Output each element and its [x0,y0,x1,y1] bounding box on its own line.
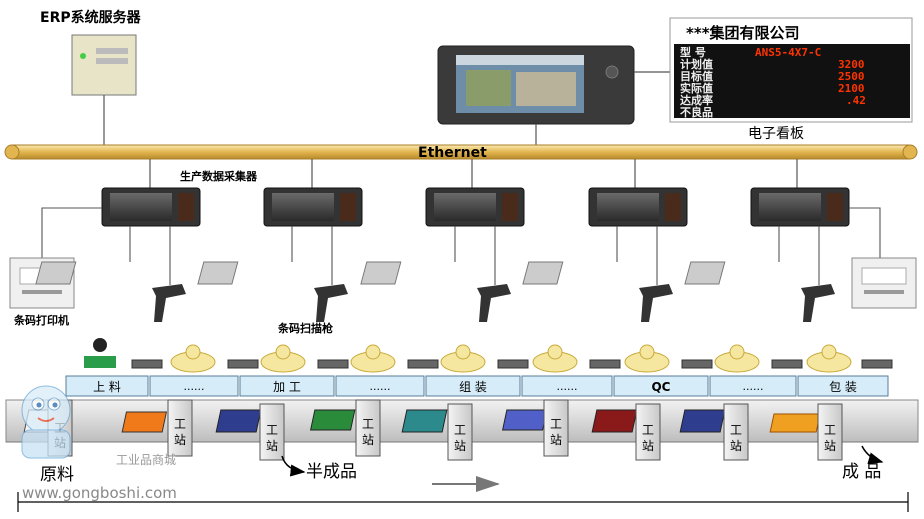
process-step-label: QC [651,380,670,394]
scanner [477,284,511,322]
scanner-label: 条码扫描枪 [277,321,333,335]
ethernet-bus: Ethernet [4,144,918,161]
board-title: ***集团有限公司 [686,24,800,42]
erp-server: ERP系统服务器 [40,9,142,150]
process-step-label: 加 工 [273,380,301,394]
process-step-label: 上 料 [93,380,121,394]
semi-finished-label: 半成品 [306,462,357,482]
station-label: 站 [824,439,836,453]
board-caption: 电子看板 [748,126,804,142]
parts-trays [131,359,893,369]
process-step-box [797,375,889,397]
process-step-box [521,375,613,397]
collector [425,187,525,227]
semi-finished-arrow [281,455,306,477]
process-step-box [239,375,335,397]
board-row-value: 2500 [838,70,865,83]
operator-green [84,338,116,368]
bus-drops [149,159,798,188]
erp-label: ERP系统服务器 [40,9,142,26]
keypad [197,261,239,285]
finished-arrow [861,445,884,465]
scanner [801,284,835,322]
station: 工 站 [167,399,193,457]
station-label: 站 [174,433,186,447]
station-label: 站 [266,439,278,453]
process-step-label: 包 装 [829,380,857,394]
station: 工 站 [259,403,285,461]
station: 工 站 [447,403,473,461]
process-step-label: ...... [370,380,391,393]
station: 工 站 [355,399,381,457]
mascot-logo [21,385,71,459]
board-row-value: ANS5-4X7-C [755,46,821,59]
station-label: 工 [550,417,562,431]
scanner [314,284,348,322]
board-row-value: 2100 [838,82,865,95]
board-row-label: 目标值 [680,69,713,83]
process-step-box [613,375,709,397]
barcode-printer [851,257,917,309]
board-row-label: 不良品 [680,105,713,119]
station-label: 工 [266,423,278,437]
scanner [639,284,673,322]
ethernet-label: Ethernet [418,145,487,161]
station: 工 站 [723,403,749,461]
keypad [360,261,402,285]
printer-label: 条码打印机 [13,313,69,327]
station: 工 站 [817,403,843,461]
process-step-label: ...... [743,380,764,393]
process-step-label: ...... [184,380,205,393]
raw-material-label: 原料 [40,465,74,485]
collector [263,187,363,227]
process-step-label: ...... [557,380,578,393]
board-row-label: 型 号 [680,45,706,59]
finished-label: 成 品 [842,462,881,482]
station-label: 站 [642,439,654,453]
collector-label: 生产数据采集器 [180,169,258,183]
operators [170,344,852,373]
watermark-url: www.gongboshi.com [22,484,177,502]
board-row-label: 达成率 [680,93,713,107]
board-row-label: 实际值 [680,81,713,95]
station-label: 工 [824,423,836,437]
station-label: 站 [362,433,374,447]
station-label: 工 [362,417,374,431]
process-step-box [335,375,425,397]
collector [588,187,688,227]
process-steps: 上 料 ...... 加 工 ...... 组 装 ...... QC ....… [65,375,889,397]
collector [750,187,850,227]
process-step-box [65,375,149,397]
board-row-value: 3200 [838,58,865,71]
station-label: 工 [730,423,742,437]
peripheral-wiring [41,207,881,285]
watermark-brand: 工业品商城 [116,452,176,467]
workpieces [23,409,821,433]
electronic-kanban: ***集团有限公司 型 号 ANS5-4X7-C 计划值 3200 目标值 25… [669,17,913,142]
board-row-label: 计划值 [680,57,713,71]
station-label: 工 [642,423,654,437]
station-label: 工 [454,423,466,437]
central-terminal [437,45,672,150]
keypad [684,261,726,285]
scanner [152,284,186,322]
station-label: 站 [730,439,742,453]
process-step-box [149,375,239,397]
process-step-box [425,375,521,397]
stations: 工 站 工 站 工 站 工 站 工 站 工 站 工 站 工 站 工 站 [47,399,843,461]
station-label: 站 [550,433,562,447]
station: 工 站 [635,403,661,461]
keypad [522,261,564,285]
collector [101,187,201,227]
station-label: 工 [174,417,186,431]
station-label: 站 [454,439,466,453]
station: 工 站 [543,399,569,457]
keypad [35,261,77,285]
board-row-value: .42 [846,94,866,107]
process-step-label: 组 装 [459,380,487,394]
process-step-box [709,375,797,397]
